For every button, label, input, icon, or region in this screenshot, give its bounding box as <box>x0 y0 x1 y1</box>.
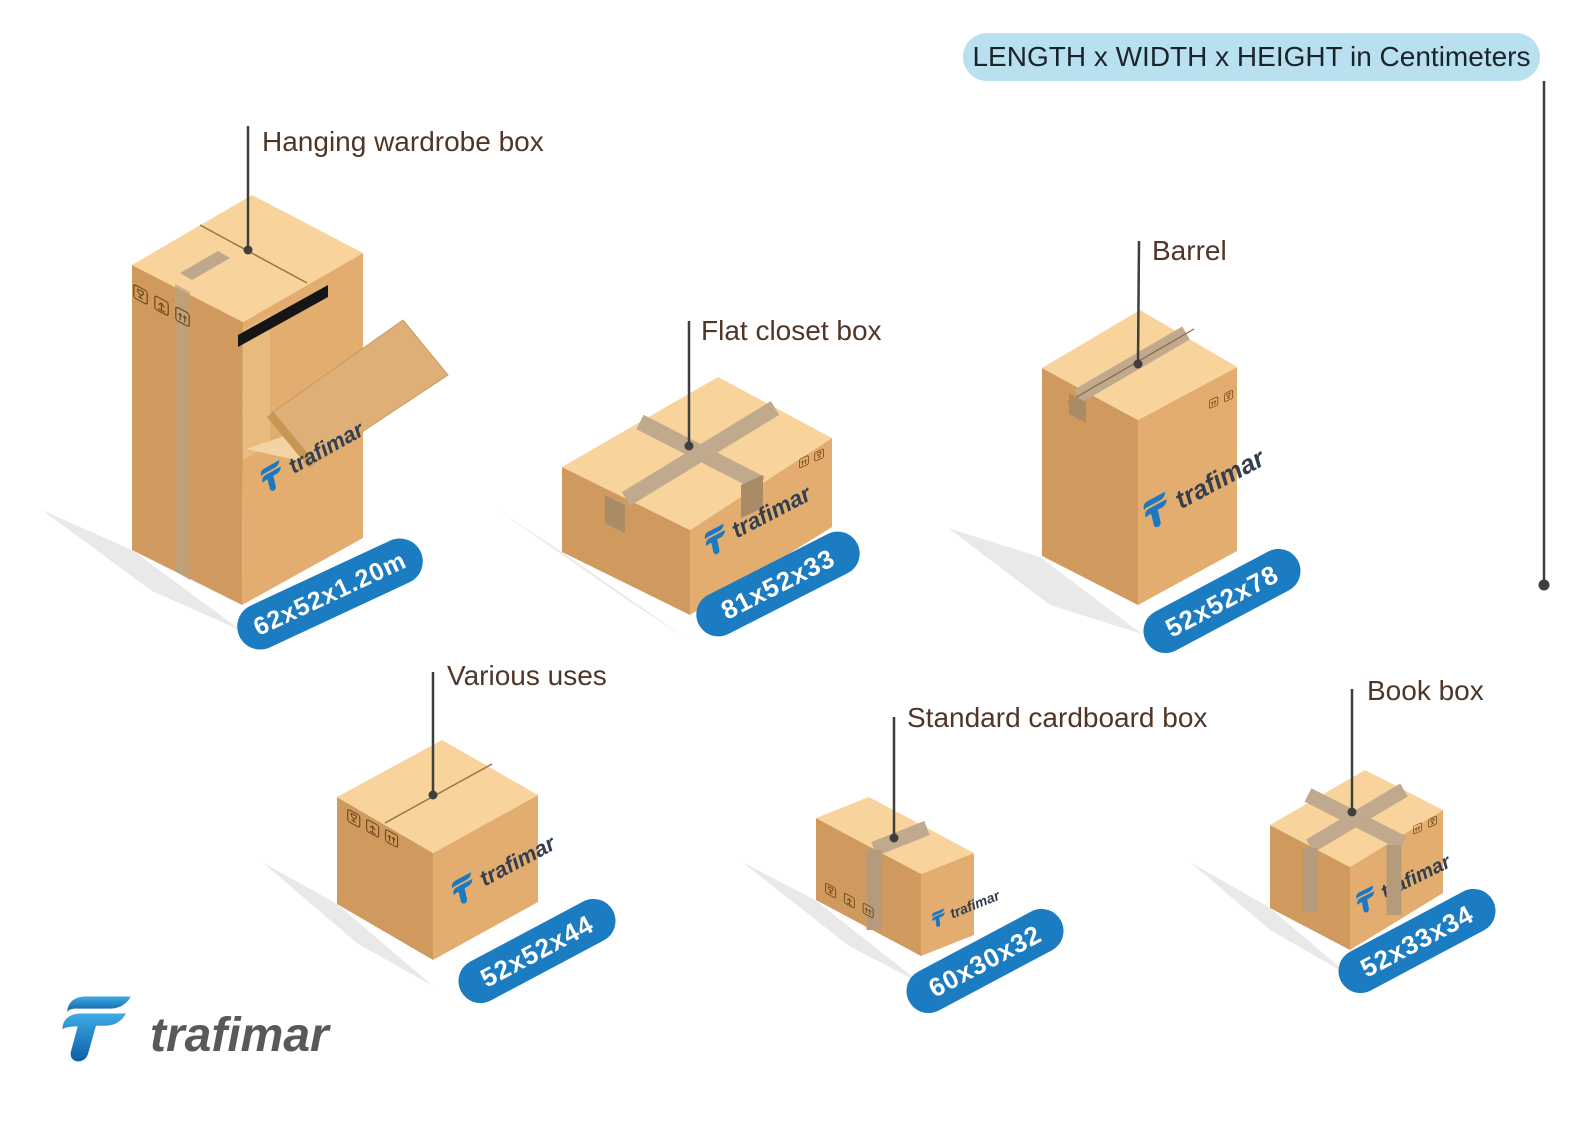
brand-logo-icon <box>62 996 131 1062</box>
illustration-flat-closet-box: trafimar <box>495 321 832 641</box>
box-top-seam <box>199 224 308 284</box>
open-flap-edge <box>267 412 315 468</box>
box-right-face <box>433 795 538 960</box>
box-left-face <box>1042 368 1138 605</box>
box-tape-stripe <box>175 284 190 580</box>
box-shadow <box>262 862 433 986</box>
box-top-face <box>132 195 363 322</box>
box-tape-width <box>1306 783 1408 853</box>
label-pointer <box>243 126 253 255</box>
illustration-various-uses-box: trafimar <box>262 672 561 986</box>
label-pointer <box>1133 240 1143 369</box>
box-left-face <box>562 467 690 615</box>
label-pointer <box>428 672 438 800</box>
illustration-standard-cardboard-box: trafimar <box>742 717 1003 984</box>
box-shadow <box>1190 862 1350 976</box>
label-barrel: Barrel <box>1152 235 1227 266</box>
label-pointer <box>684 321 694 451</box>
illustration-hanging-wardrobe-box: trafimar <box>42 126 449 631</box>
box-tape-seam <box>1067 328 1195 403</box>
header-pointer <box>1538 81 1550 591</box>
label-standard-cardboard-box: Standard cardboard box <box>907 702 1208 733</box>
box-tape-tail-left <box>1069 393 1086 423</box>
box-tape-top <box>871 821 930 856</box>
box-shadow <box>948 528 1142 634</box>
label-flat-closet-box: Flat closet box <box>701 315 882 346</box>
box-tape-top <box>180 251 230 280</box>
label-various-uses: Various uses <box>447 660 607 691</box>
illustration-barrel-box: trafimar <box>948 240 1271 634</box>
label-hanging-wardrobe-box: Hanging wardrobe box <box>262 126 544 157</box>
box-right-face <box>1138 367 1237 605</box>
box-top-face <box>337 740 538 853</box>
label-book-box: Book box <box>1367 675 1484 706</box>
hanger-slot <box>238 285 328 347</box>
box-light-column <box>243 315 270 460</box>
illustration-book-box: trafimar <box>1190 689 1455 976</box>
box-shadow <box>42 510 242 631</box>
box-tape-width <box>621 401 780 506</box>
box-tape-tail-front <box>741 475 763 518</box>
box-shadow <box>495 508 690 641</box>
label-pointer <box>1347 689 1357 817</box>
units-legend-pill: LENGTH x WIDTH x HEIGHT in Centimeters <box>963 33 1540 81</box>
box-tape-tail-left <box>605 495 625 533</box>
box-right-face <box>690 438 832 615</box>
box-shadow <box>742 862 922 984</box>
brand-logo: trafimar <box>58 992 329 1064</box>
box-right-face <box>921 853 974 956</box>
label-pointer <box>889 717 899 843</box>
box-top-seam <box>384 763 493 824</box>
box-left-face <box>337 797 433 960</box>
brand-wordmark: trafimar <box>150 1009 329 1062</box>
